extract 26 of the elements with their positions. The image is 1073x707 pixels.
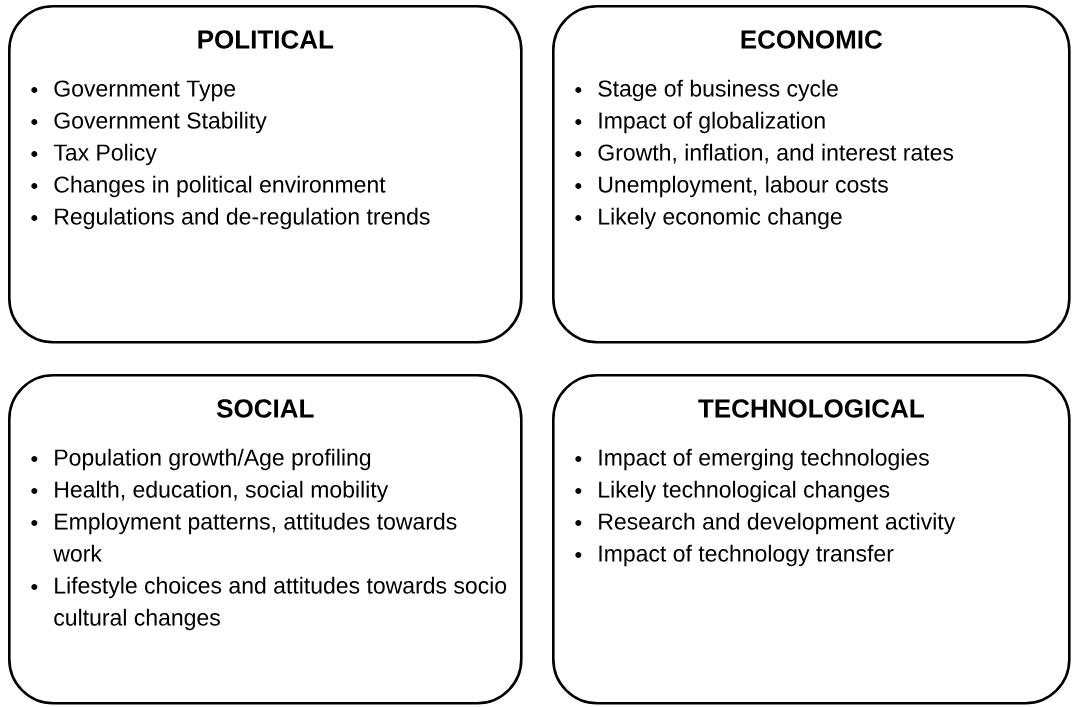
bullet-item: Growth, inflation, and interest rates <box>575 143 954 164</box>
category-heading: POLITICAL <box>198 30 334 49</box>
bullet-item: Regulations and de-regulation trends <box>31 207 430 230</box>
bullet-item: Impact of technology transfer <box>575 544 894 567</box>
bullet-item: Unemployment, labour costs <box>575 175 888 198</box>
bullet-item: Employment patterns, attitudes towards work <box>31 512 457 562</box>
bullet-item: Changes in political environment <box>31 175 386 198</box>
bullet-item: Stage of business cycle <box>575 79 838 102</box>
bullet-item: Population growth/Age profiling <box>31 448 371 471</box>
category-box <box>552 5 1071 344</box>
bullet-item: Impact of globalization <box>575 111 825 134</box>
bullet-item: Health, education, social mobility <box>31 480 389 503</box>
bullet-item: Government Type <box>31 80 236 102</box>
category-heading: TECHNOLOGICAL <box>698 399 924 418</box>
bullet-item: Likely technological changes <box>575 480 890 503</box>
bullet-item: Likely economic change <box>575 207 842 230</box>
category-box <box>8 374 523 705</box>
bullet-item: Research and development activity <box>575 512 956 535</box>
category-box <box>8 5 523 344</box>
bullet-item: Tax Policy <box>31 143 157 166</box>
category-heading: ECONOMIC <box>741 30 883 49</box>
category-heading: SOCIAL <box>216 399 314 418</box>
bullet-item: Impact of emerging technologies <box>575 448 929 471</box>
bullet-item: Lifestyle choices and attitudes towards socio cultural changes <box>31 576 507 631</box>
category-box <box>552 374 1071 705</box>
bullet-item: Government Stability <box>31 111 267 134</box>
